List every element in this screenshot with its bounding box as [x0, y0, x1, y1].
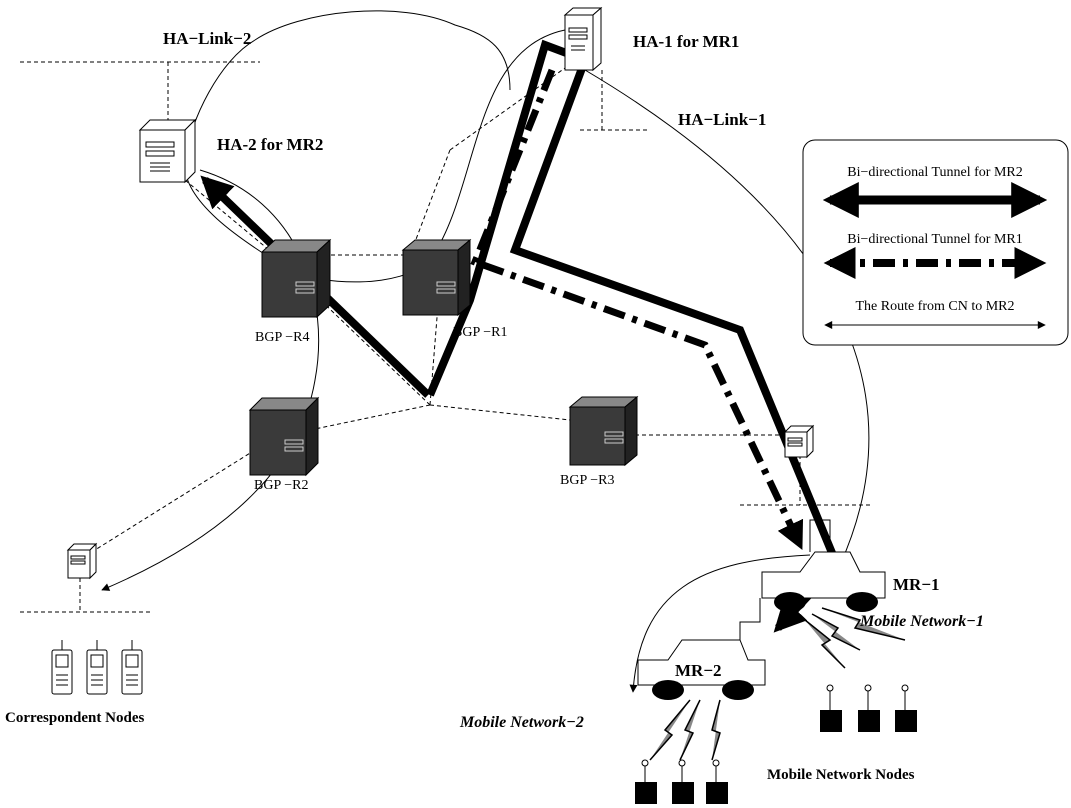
bgp-r1-label: BGP −R1 — [453, 325, 507, 340]
correspondent-nodes — [51, 640, 143, 695]
correspondent-nodes-label: Correspondent Nodes — [5, 710, 144, 726]
car-links — [739, 519, 831, 640]
bgp-r4-label: BGP −R4 — [255, 330, 309, 345]
mobile-network-nodes-label: Mobile Network Nodes — [767, 767, 915, 783]
mr-1-label: MR−1 — [893, 575, 940, 594]
server-ha-2 — [138, 118, 197, 184]
legend-route-label: The Route from CN to MR2 — [855, 299, 1014, 314]
mr-2-label: MR−2 — [675, 661, 722, 680]
bgp-r2-label: BGP −R2 — [254, 478, 308, 493]
labels: HA−Link−2 HA-1 for MR1 HA−Link−1 HA-2 fo… — [5, 29, 984, 783]
legend-tunnel-mr2-label: Bi−directional Tunnel for MR2 — [847, 165, 1023, 180]
network-links — [20, 61, 870, 613]
ha-1-label: HA-1 for MR1 — [633, 32, 739, 51]
bgp-router-r4 — [260, 238, 332, 319]
ha-link-1-label: HA−Link−1 — [678, 110, 766, 129]
server-ha-1 — [563, 6, 603, 72]
car-mr-1 — [761, 551, 886, 612]
mobile-nodes-net2 — [635, 759, 728, 804]
route-curves — [101, 10, 870, 693]
ha-2-label: HA-2 for MR2 — [217, 135, 323, 154]
server-foreign-link — [783, 424, 815, 459]
bgp-r3-label: BGP −R3 — [560, 473, 614, 488]
bgp-router-r3 — [568, 395, 639, 467]
bgp-router-r1 — [401, 238, 472, 317]
ha-link-2-label: HA−Link−2 — [163, 29, 251, 48]
server-cn-link — [66, 542, 98, 580]
correspondent-node-2 — [86, 640, 108, 695]
mobile-network-1-label: Mobile Network−1 — [859, 613, 984, 630]
mobile-nodes-net1 — [820, 684, 917, 732]
car-mr-2 — [637, 639, 766, 700]
correspondent-node-1 — [51, 640, 73, 695]
wireless-links — [649, 607, 906, 761]
legend: Bi−directional Tunnel for MR2 Bi−directi… — [802, 139, 1069, 346]
tunnel-mr1 — [470, 68, 804, 551]
mobile-network-2-label: Mobile Network−2 — [459, 714, 584, 731]
correspondent-node-3 — [121, 640, 143, 695]
legend-tunnel-mr1-label: Bi−directional Tunnel for MR1 — [847, 232, 1023, 247]
bgp-router-r2 — [248, 396, 320, 477]
